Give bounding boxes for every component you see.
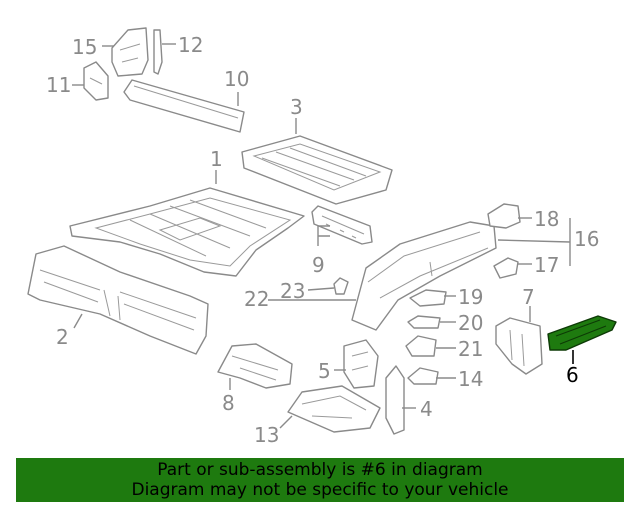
part-14-bracket — [407, 367, 439, 385]
callout-18: 18 — [534, 207, 559, 231]
callout-1: 1 — [210, 147, 223, 171]
leader-lines — [72, 43, 574, 429]
callout-13: 13 — [254, 423, 279, 447]
part-19-bracket — [409, 289, 447, 307]
part-7-panel — [495, 317, 543, 375]
part-6-highlighted — [547, 315, 617, 351]
callout-9: 9 — [312, 253, 325, 277]
callout-21: 21 — [458, 337, 483, 361]
part-20-bracket — [407, 315, 441, 329]
banner-line-2: Diagram may not be specific to your vehi… — [131, 480, 509, 500]
callout-11: 11 — [46, 73, 71, 97]
callout-6: 6 — [566, 363, 579, 387]
part-4-bracket — [385, 365, 405, 435]
part-15-bracket — [111, 27, 149, 77]
callout-14: 14 — [458, 367, 483, 391]
callout-4: 4 — [420, 397, 433, 421]
part-9-rail — [311, 205, 373, 245]
callout-2: 2 — [56, 325, 69, 349]
part-12-pillar — [153, 29, 163, 75]
info-banner: Part or sub-assembly is #6 in diagram Di… — [16, 458, 624, 502]
part-10-crossbar — [123, 79, 245, 133]
callout-8: 8 — [222, 391, 235, 415]
part-1-floor-panel — [69, 187, 305, 277]
part-16-side-rail — [351, 221, 497, 331]
callout-5: 5 — [318, 359, 331, 383]
callout-15: 15 — [72, 35, 97, 59]
callout-20: 20 — [458, 311, 483, 335]
callout-22: 22 — [244, 287, 269, 311]
banner-line-1: Part or sub-assembly is #6 in diagram — [157, 460, 483, 480]
part-23-clip — [333, 277, 349, 295]
callout-12: 12 — [178, 33, 203, 57]
callout-3: 3 — [290, 95, 303, 119]
part-2-front-panel — [27, 245, 209, 355]
part-8-bracket — [217, 343, 293, 389]
callout-7: 7 — [522, 285, 535, 309]
part-3-tray — [241, 135, 393, 205]
callout-23: 23 — [280, 279, 305, 303]
callout-16: 16 — [574, 227, 599, 251]
callout-17: 17 — [534, 253, 559, 277]
callout-10: 10 — [224, 67, 249, 91]
callout-19: 19 — [458, 285, 483, 309]
part-17-plate — [493, 257, 519, 279]
part-18-bracket — [487, 203, 521, 229]
part-13-plate — [287, 385, 381, 433]
part-21-bracket — [405, 335, 437, 357]
parts-diagram: 15 12 11 10 3 1 9 2 18 16 17 23 22 19 7 … — [27, 27, 617, 447]
part-5-bracket — [343, 339, 379, 389]
part-11-bracket — [83, 61, 109, 101]
